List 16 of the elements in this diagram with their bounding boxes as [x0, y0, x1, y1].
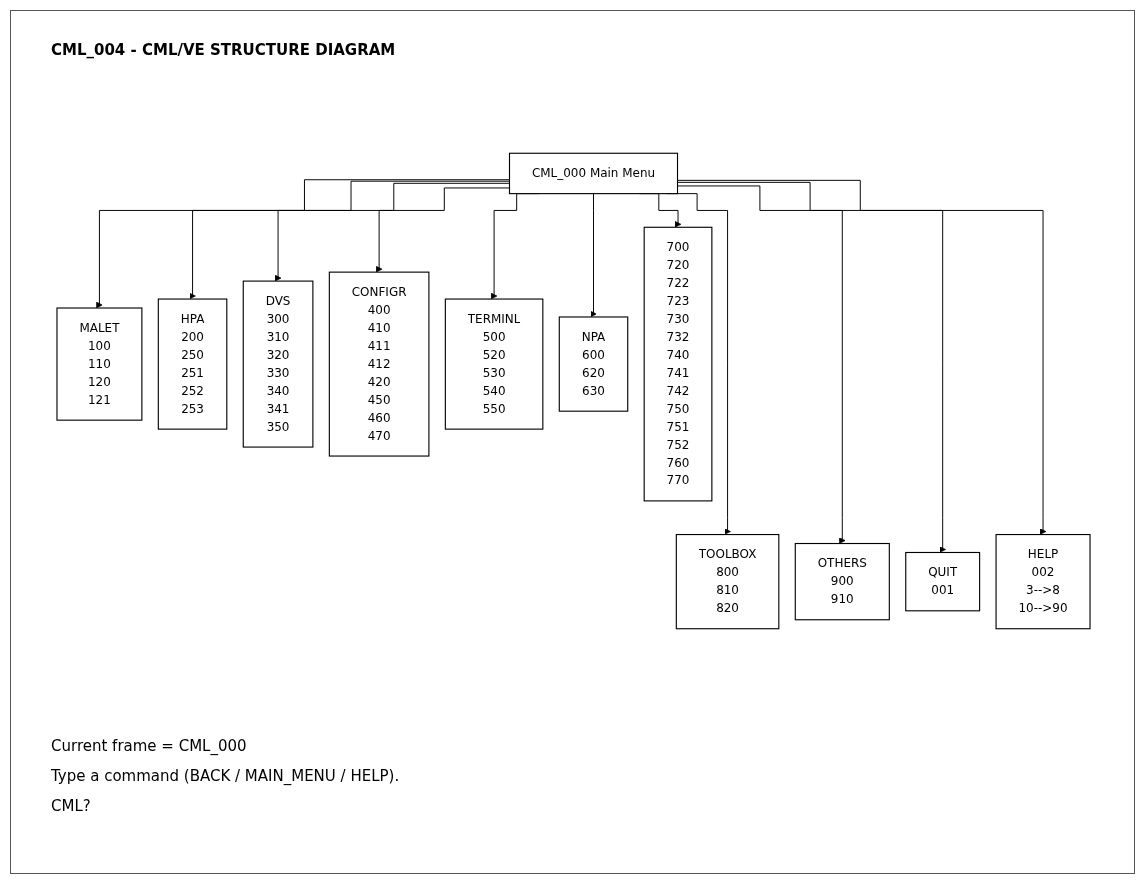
node-box: OTHERS 900 910 — [794, 542, 890, 621]
node-box: HPA 200 250 251 252 253 — [157, 298, 228, 430]
console-text: CML? — [51, 796, 92, 817]
node-box: MALET 100 110 120 121 — [56, 307, 143, 421]
node-box: HELP 002 3-->8 10-->90 — [995, 534, 1091, 630]
node-box: TERMINL 500 520 530 540 550 — [444, 298, 544, 430]
node-box: 700 720 722 723 730 732 740 741 742 750 751 752 760 770 — [643, 226, 713, 502]
node-box: NPA 600 620 630 — [558, 316, 629, 412]
node-box: CML_000 Main Menu — [508, 152, 679, 195]
node-box: CONFIGR 400 410 411 412 420 450 460 470 — [328, 271, 430, 457]
node-box: DVS 300 310 320 330 340 341 350 — [242, 280, 314, 448]
console-text: Type a command (BACK / MAIN_MENU / HELP). — [51, 766, 400, 787]
node-box: TOOLBOX 800 810 820 — [675, 534, 780, 630]
diagram-title: CML_004 - CML/VE STRUCTURE DIAGRAM — [51, 41, 396, 59]
node-box: QUIT 001 — [905, 551, 981, 612]
console-text: Current frame = CML_000 — [51, 736, 248, 757]
